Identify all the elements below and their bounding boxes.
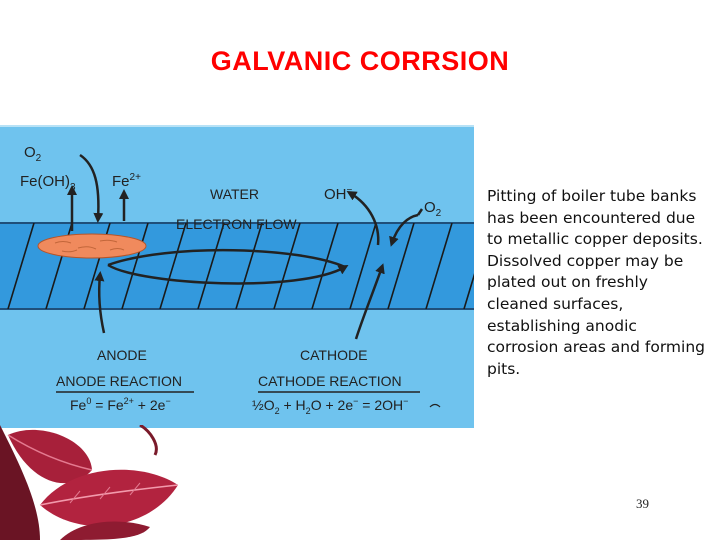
anode-equation: Fe0 = Fe2+ + 2e− [70, 396, 171, 413]
oh-label: OH− [324, 185, 353, 203]
page-number: 39 [636, 496, 649, 511]
cathode-arrow [354, 263, 385, 340]
oh-arrow [346, 190, 380, 246]
electron-flow-arrow [107, 263, 349, 285]
anode-reaction-title: ANODE REACTION [56, 373, 182, 389]
metal-hatching [7, 223, 474, 309]
cathode-reaction-title: CATHODE REACTION [258, 373, 402, 389]
slide-body-text: Pitting of boiler tube banks has been en… [487, 187, 705, 378]
anode-arrow [94, 271, 106, 334]
o2-right-label: O2 [424, 199, 442, 219]
electron-flow-label: ELECTRON FLOW [176, 216, 297, 232]
copper-deposit [37, 233, 147, 259]
leaves-decoration [0, 425, 179, 540]
o2-arrow-left [79, 153, 104, 223]
o2-left-label: O2 [24, 144, 42, 164]
slide-title: GALVANIC CORRSION [210, 46, 510, 76]
cathode-label: CATHODE [300, 347, 367, 363]
anode-label: ANODE [97, 347, 147, 363]
fe-ion-label: Fe2+ [112, 172, 141, 190]
water-label: WATER [210, 186, 259, 202]
galvanic-corrosion-diagram: O2 Fe(OH)3 Fe2+ WATER ELECTRON FLOW OH− … [0, 125, 474, 428]
cathode-equation: ½O2 + H2O + 2e− = 2OH− [252, 396, 408, 416]
feoh3-label: Fe(OH)3 [20, 173, 76, 193]
o2-arrow-right [389, 213, 419, 247]
